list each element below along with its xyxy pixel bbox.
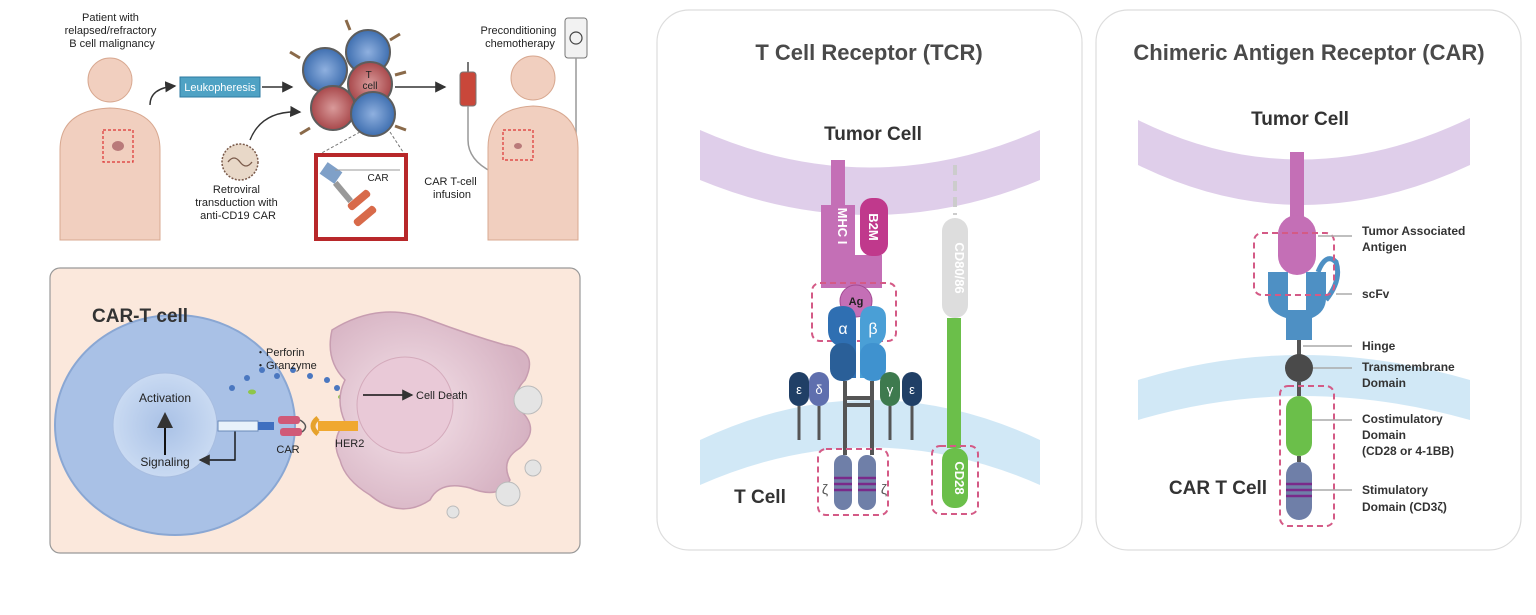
patient-figure	[59, 57, 161, 241]
cd3-epsilon-delta	[789, 372, 829, 440]
patient-label: Patient with relapsed/refractory B cell …	[65, 12, 160, 50]
t-cell-label: T cell	[362, 70, 377, 92]
tcr-panel: T Cell Receptor (TCR) Tumor Cell T Cell …	[656, 9, 1083, 551]
scfv-domain	[1268, 272, 1326, 340]
car-tm-domain	[217, 420, 259, 432]
t-cell-label: T Cell	[734, 487, 786, 508]
ag-highlight-box	[811, 282, 897, 342]
apoptotic-body-1	[513, 385, 543, 415]
cd28-label: CD28	[952, 461, 967, 494]
car-inset-label: CAR	[367, 173, 388, 184]
mhc-stalk	[831, 160, 845, 210]
cd28-domain	[942, 448, 968, 508]
car-t-cell-label: CAR T Cell	[1169, 478, 1267, 499]
transmembrane-domain	[1285, 354, 1313, 382]
perforin-label: ・Perforin	[255, 347, 305, 359]
cd80-label: CD80/86	[952, 242, 967, 293]
car-t-workflow-figure: Patient with relapsed/refractory B cell …	[59, 12, 588, 241]
zeta-highlight-box	[817, 448, 889, 516]
beta-label: β	[868, 321, 877, 338]
stimulatory-annotation: Stimulatory Domain (CD3ζ)	[1362, 483, 1447, 514]
inset-guide-right	[389, 131, 406, 156]
b2m-domain	[860, 198, 888, 256]
tumor-nucleus	[356, 356, 454, 454]
car-t-cell-membrane	[1138, 355, 1470, 420]
costim-domain	[1286, 396, 1312, 456]
infusion-label: CAR T-cell infusion	[424, 176, 479, 201]
car-inset-diagram	[319, 162, 400, 227]
leukopheresis-box	[179, 76, 261, 98]
epsilon-label-1: ε	[796, 382, 802, 397]
car-t-cell-label: CAR-T cell	[92, 306, 188, 327]
cd3z-itam-motifs	[1286, 482, 1312, 498]
delta-label: δ	[815, 382, 822, 397]
zeta-chain-left	[834, 455, 852, 510]
antigen-stalk	[1290, 152, 1304, 222]
mhc-body	[821, 205, 882, 288]
arrow-car-to-signaling	[198, 430, 236, 466]
car-hinge	[258, 422, 274, 430]
car-label: CAR	[276, 444, 299, 456]
tumor-membrane	[700, 130, 1040, 215]
tumor-cell-label: Tumor Cell	[824, 124, 922, 145]
scfv-annotation: scFv	[1362, 287, 1390, 301]
car-panel: Chimeric Antigen Receptor (CAR) Tumor Ce…	[1095, 9, 1522, 551]
her2-receptor-icon	[310, 416, 358, 436]
cd3-gamma-epsilon	[880, 372, 922, 440]
alpha-lower-domain	[830, 343, 856, 381]
apoptotic-body-4	[446, 505, 460, 519]
arrow-virus-to-cells	[249, 105, 302, 141]
tumor-antigen-annotation: Tumor Associated Antigen	[1362, 224, 1469, 254]
cd80-domain	[942, 218, 968, 318]
transmembrane-annotation: Transmembrane Domain	[1362, 360, 1458, 390]
activation-label: Activation	[139, 391, 191, 405]
tcr-title: T Cell Receptor (TCR)	[755, 40, 982, 65]
signaling-label: Signaling	[140, 455, 189, 469]
iv-bag-icon	[459, 62, 493, 173]
arrow-patient-to-leuko	[149, 81, 177, 106]
retroviral-label: Retroviral transduction with anti-CD19 C…	[195, 184, 281, 222]
intracellular-highlight	[1279, 385, 1335, 527]
cd28-stalk	[947, 318, 961, 448]
itam-motifs	[834, 476, 876, 492]
patient-figure-2	[487, 55, 579, 241]
tcr-transmembrane	[843, 381, 874, 455]
apoptotic-body-2	[495, 481, 521, 507]
leukopheresis-label: Leukopheresis	[184, 82, 256, 94]
virus-icon	[221, 143, 259, 181]
her2-label: HER2	[335, 438, 364, 450]
t-cell-cluster	[289, 19, 407, 137]
ag-label: Ag	[849, 296, 864, 308]
zeta-label-left: ζ	[822, 481, 828, 497]
epsilon-label-2: ε	[909, 382, 915, 397]
cd28-highlight-box	[931, 445, 979, 515]
annotation-leaders	[1303, 235, 1352, 491]
zeta-label-right: ζ	[881, 481, 887, 497]
zeta-chain-right	[858, 455, 876, 510]
gamma-label: γ	[887, 382, 894, 397]
beta-lower-domain	[860, 343, 886, 381]
antigen-head	[1278, 215, 1316, 275]
antigen-scfv-highlight	[1253, 232, 1335, 296]
alpha-label: α	[838, 321, 847, 338]
car-receptor-icon	[278, 416, 307, 436]
cell-death-label: Cell Death	[416, 390, 467, 402]
costimulatory-annotation: Costimulatory Domain (CD28 or 4-1BB)	[1362, 412, 1454, 458]
hinge-annotation: Hinge	[1362, 339, 1396, 353]
inset-guide-left	[317, 131, 361, 156]
car-t-mechanism-panel: CAR-T cell Activation Signaling CAR ・Per…	[49, 267, 581, 554]
granzyme-label: ・Granzyme	[255, 360, 317, 372]
car-title: Chimeric Antigen Receptor (CAR)	[1133, 40, 1484, 65]
b2m-label: B2M	[866, 213, 881, 240]
preconditioning-label: Preconditioning chemotherapy	[481, 25, 560, 50]
apoptotic-body-3	[524, 459, 542, 477]
car-tumor-cell-label: Tumor Cell	[1251, 109, 1349, 130]
mhc-label: MHC I	[835, 208, 850, 245]
